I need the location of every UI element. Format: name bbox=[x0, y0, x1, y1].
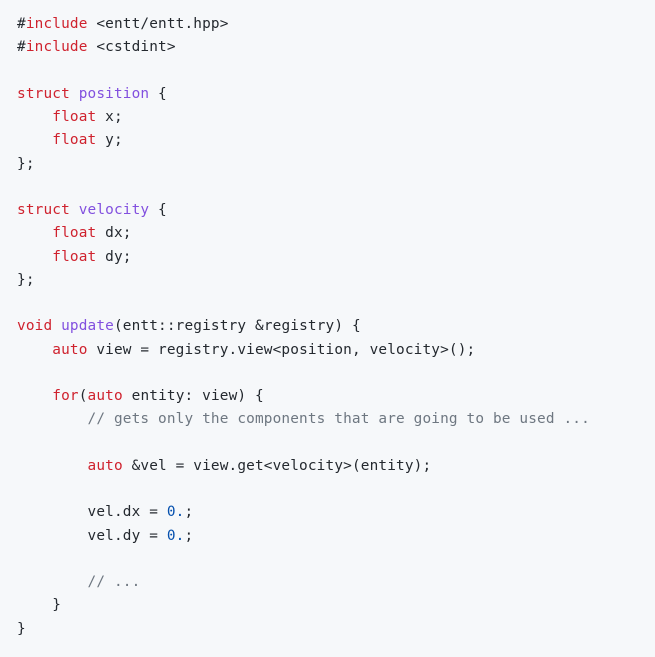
code-line: }; bbox=[17, 153, 655, 176]
function-name-token: velocity bbox=[78, 202, 150, 218]
plain-token bbox=[17, 249, 52, 265]
plain-token bbox=[52, 318, 61, 334]
code-line: for(auto entity: view) { bbox=[17, 385, 655, 408]
plain-token bbox=[17, 132, 52, 148]
code-line: #include <cstdint> bbox=[17, 36, 655, 59]
plain-token bbox=[17, 388, 52, 404]
plain-token bbox=[17, 411, 88, 427]
plain-token: ; bbox=[184, 527, 194, 544]
plain-token bbox=[17, 458, 88, 474]
comment-token: // gets only the components that are goi… bbox=[87, 411, 590, 428]
code-line: auto &vel = view.get<velocity>(entity); bbox=[17, 455, 655, 478]
plain-token: x; bbox=[96, 109, 123, 125]
plain-token: <entt/entt.hpp> bbox=[87, 16, 229, 32]
keyword-token: float bbox=[52, 248, 97, 265]
code-line: float x; bbox=[17, 106, 655, 129]
code-line: float dy; bbox=[17, 246, 655, 269]
plain-token: { bbox=[149, 85, 167, 102]
code-line: float dx; bbox=[17, 222, 655, 245]
code-line bbox=[17, 478, 655, 501]
plain-token: # bbox=[17, 39, 26, 56]
plain-token: dx; bbox=[96, 225, 132, 242]
code-line: float y; bbox=[17, 129, 655, 152]
comment-token: // ... bbox=[87, 574, 141, 590]
keyword-token: struct bbox=[17, 202, 70, 218]
code-line: vel.dx = 0.; bbox=[17, 501, 655, 524]
plain-token: # bbox=[17, 16, 26, 32]
code-content[interactable]: #include <entt/entt.hpp>#include <cstdin… bbox=[17, 13, 655, 641]
keyword-token: float bbox=[52, 225, 97, 242]
plain-token: dy; bbox=[96, 248, 132, 265]
code-line: #include <entt/entt.hpp> bbox=[17, 13, 655, 36]
plain-token: view = registry.view<position, velocity>… bbox=[87, 341, 476, 358]
plain-token: } bbox=[17, 620, 26, 637]
keyword-token: auto bbox=[87, 457, 123, 474]
code-line: void update(entt::registry &registry) { bbox=[17, 315, 655, 338]
keyword-token: float bbox=[52, 132, 97, 149]
number-token: 0. bbox=[166, 504, 185, 521]
plain-token bbox=[70, 202, 79, 218]
plain-token bbox=[17, 342, 52, 358]
keyword-token: include bbox=[25, 16, 88, 32]
code-line: struct position { bbox=[17, 83, 655, 106]
plain-token: vel.dx = bbox=[17, 504, 167, 521]
plain-token: }; bbox=[17, 155, 35, 172]
keyword-token: for bbox=[52, 388, 79, 404]
code-line bbox=[17, 292, 655, 315]
keyword-token: auto bbox=[52, 341, 88, 358]
plain-token: }; bbox=[17, 271, 35, 288]
plain-token bbox=[17, 225, 52, 241]
code-line: struct velocity { bbox=[17, 199, 655, 222]
keyword-token: auto bbox=[87, 388, 123, 404]
keyword-token: include bbox=[25, 39, 88, 56]
code-line bbox=[17, 432, 655, 455]
keyword-token: void bbox=[17, 318, 53, 335]
code-line bbox=[17, 60, 655, 83]
code-line: auto view = registry.view<position, velo… bbox=[17, 339, 655, 362]
plain-token bbox=[17, 574, 88, 590]
code-line: vel.dy = 0.; bbox=[17, 525, 655, 548]
plain-token: ( bbox=[78, 388, 88, 404]
code-line: }; bbox=[17, 269, 655, 292]
plain-token: { bbox=[149, 202, 167, 218]
plain-token: <cstdint> bbox=[87, 39, 176, 56]
code-line: // gets only the components that are goi… bbox=[17, 408, 655, 431]
code-line bbox=[17, 362, 655, 385]
code-line: // ... bbox=[17, 571, 655, 594]
plain-token: &vel = view.get<velocity>(entity); bbox=[122, 457, 432, 474]
plain-token: ; bbox=[184, 504, 194, 521]
code-line bbox=[17, 176, 655, 199]
code-line: } bbox=[17, 594, 655, 617]
plain-token: (entt::registry &registry) { bbox=[113, 318, 361, 335]
plain-token: entity: view) { bbox=[122, 388, 264, 404]
plain-token bbox=[17, 109, 52, 125]
plain-token: y; bbox=[96, 132, 123, 149]
keyword-token: float bbox=[52, 109, 97, 125]
keyword-token: struct bbox=[17, 85, 70, 102]
plain-token: vel.dy = bbox=[17, 527, 167, 544]
code-line: } bbox=[17, 618, 655, 641]
plain-token: } bbox=[17, 597, 62, 614]
number-token: 0. bbox=[166, 527, 185, 544]
function-name-token: update bbox=[61, 318, 114, 335]
plain-token bbox=[70, 86, 79, 102]
code-line bbox=[17, 548, 655, 571]
function-name-token: position bbox=[78, 85, 150, 102]
